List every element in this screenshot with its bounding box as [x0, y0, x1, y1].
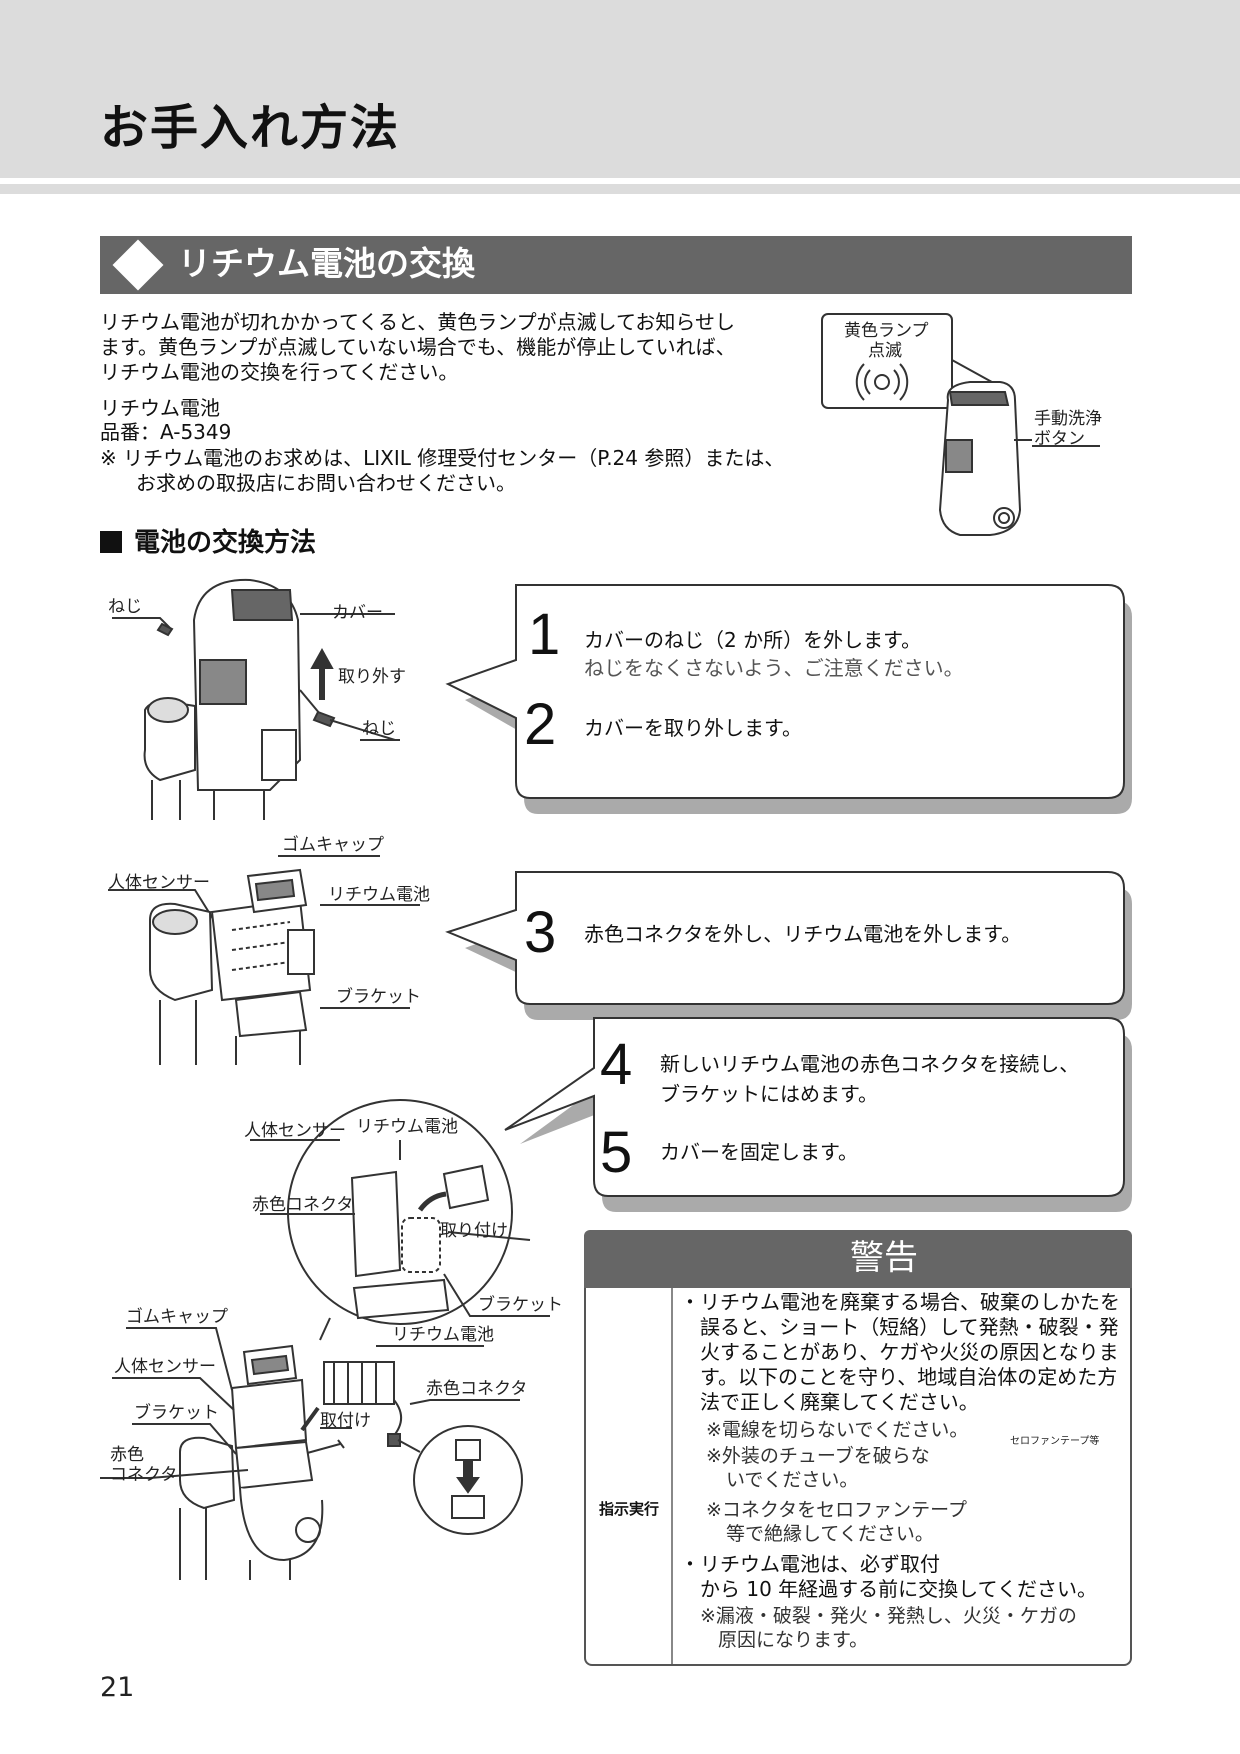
- fig3-red-label-2: コネクタ: [110, 1465, 178, 1485]
- fig3-attach-label-2: 取付け: [320, 1411, 371, 1431]
- fig2-sensor-label: 人体センサー: [108, 873, 210, 893]
- battery-note: ※ リチウム電池のお求めは、LIXIL 修理受付センター（P.24 参照）または…: [100, 446, 820, 496]
- warning-p2-sub: 原因になります。: [718, 1629, 869, 1651]
- battery-note-line: お求めの取扱店にお問い合わせください。: [136, 471, 516, 495]
- step-text-4-line1: 新しいリチウム電池の赤色コネクタを接続し、: [660, 1052, 1080, 1076]
- fig2-battery-label: リチウム電池: [328, 885, 430, 905]
- fig1-screw-label-2: ねじ: [362, 719, 396, 739]
- button-label-2: ボタン: [1034, 429, 1085, 449]
- step-box-3-shape: [504, 1017, 1132, 1212]
- step-box-2-shape: [445, 871, 1132, 1020]
- step-number-1: 1: [528, 602, 561, 667]
- fig3-battery-label: リチウム電池: [356, 1117, 458, 1137]
- intro-line: リチウム電池の交換を行ってください。: [100, 360, 459, 384]
- method-title: 電池の交換方法: [134, 528, 317, 558]
- battery-removal-illustration: [108, 855, 420, 1065]
- lamp-label-2: 点滅: [868, 341, 902, 361]
- section-bar: [100, 236, 1132, 294]
- fig3-battery-label-2: リチウム電池: [392, 1325, 494, 1345]
- warning-p2-line: ・リチウム電池は、必ず取付: [680, 1552, 940, 1576]
- method-heading: 電池の交換方法: [100, 528, 316, 559]
- fig1-remove-label: 取り外す: [338, 667, 406, 687]
- sensor-unit-illustration: [821, 313, 1100, 536]
- warning-sub-2-line2: いでください。: [726, 1469, 859, 1491]
- fig3-bracket-label-2: ブラケット: [134, 1403, 219, 1423]
- warning-p1-line: す。以下のことを守り、地域自治体の定めた方: [700, 1365, 1118, 1389]
- step-text-4-line2: ブラケットにはめます。: [660, 1082, 878, 1106]
- warning-p1-line: 法で正しく廃棄してください。: [700, 1390, 979, 1414]
- warning-p2-line: から 10 年経過する前に交換してください。: [700, 1577, 1097, 1601]
- step-number-2: 2: [524, 692, 557, 757]
- intro-line: ます。黄色ランプが点滅していない場合でも、機能が停止していれば、: [100, 335, 736, 359]
- page-number: 21: [100, 1672, 135, 1703]
- warning-p1-line: ・リチウム電池を廃棄する場合、破棄のしかたを: [680, 1290, 1120, 1314]
- step-number-4: 4: [600, 1032, 633, 1097]
- step-box-1-shape: [445, 584, 1132, 814]
- fig3-attach-label: 取り付け: [440, 1221, 508, 1241]
- step-number-5: 5: [600, 1120, 633, 1185]
- step-text-3: 赤色コネクタを外し、リチウム電池を外します。: [584, 922, 1022, 946]
- warning-sub-1: ※電線を切らないでください。: [706, 1419, 969, 1441]
- intro-line: リチウム電池が切れかかってくると、黄色ランプが点滅してお知らせし: [100, 310, 735, 334]
- battery-install-illustration: [100, 1099, 550, 1580]
- intro-text: リチウム電池が切れかかってくると、黄色ランプが点滅してお知らせし ます。黄色ラン…: [100, 310, 800, 385]
- warning-title: 警告: [850, 1238, 918, 1278]
- warning-p1-line: 誤ると、ショート（短絡）して発熱・破裂・発: [700, 1315, 1119, 1339]
- fig3-sensor-label-2: 人体センサー: [114, 1357, 216, 1377]
- warning-p1-line: 火することがあり、ケガや火災の原因となりま: [700, 1340, 1119, 1364]
- battery-name: リチウム電池: [100, 396, 220, 420]
- cover-removal-illustration: [112, 578, 400, 820]
- header-rule-lower: [0, 184, 1240, 194]
- step-subtext-1: ねじをなくさないよう、ご注意ください。: [584, 656, 964, 680]
- button-label-1: 手動洗浄: [1034, 409, 1102, 429]
- fig3-red-label-1: 赤色: [110, 1445, 144, 1465]
- fig3-bracket-label: ブラケット: [478, 1295, 563, 1315]
- square-bullet-icon: [100, 531, 122, 553]
- fig3-sensor-label: 人体センサー: [244, 1121, 346, 1141]
- fig3-connector-label: 赤色コネクタ: [252, 1195, 354, 1215]
- step-number-3: 3: [524, 900, 557, 965]
- warning-sub-3-line2: 等で絶縁してください。: [726, 1523, 934, 1545]
- action-label: 指示実行: [598, 1500, 659, 1518]
- fig2-cap-label: ゴムキャップ: [282, 835, 384, 855]
- battery-number: 品番：A-5349: [100, 420, 232, 444]
- header-rule: [0, 178, 1240, 184]
- fig2-bracket-label: ブラケット: [336, 987, 421, 1007]
- fig3-connector-label-2: 赤色コネクタ: [426, 1379, 528, 1399]
- battery-note-line: ※ リチウム電池のお求めは、LIXIL 修理受付センター（P.24 参照）または…: [100, 446, 785, 470]
- warning-divider: [671, 1288, 673, 1664]
- warning-box: [584, 1288, 1132, 1666]
- step-text-5: カバーを固定します。: [660, 1140, 858, 1164]
- step-text-2: カバーを取り外します。: [584, 716, 802, 740]
- tape-label: セロファンテープ等: [1010, 1436, 1100, 1447]
- warning-p2-sub: ※漏液・破裂・発火・発熱し、火災・ケガの: [700, 1605, 1077, 1627]
- page-title: お手入れ方法: [100, 100, 401, 156]
- warning-sub-2-line1: ※外装のチューブを破らな: [706, 1445, 930, 1467]
- section-title: リチウム電池の交換: [178, 244, 475, 283]
- header-band: [0, 0, 1240, 178]
- fig1-screw-label: ねじ: [108, 597, 142, 617]
- lamp-label-1: 黄色ランプ: [844, 321, 929, 341]
- warning-sub-3-line1: ※コネクタをセロファンテープ: [706, 1499, 968, 1521]
- step-text-1: カバーのねじ（2 か所）を外します。: [584, 628, 922, 652]
- fig3-cap-label: ゴムキャップ: [126, 1307, 228, 1327]
- fig1-cover-label: カバー: [332, 603, 383, 623]
- warning-header: [584, 1230, 1132, 1288]
